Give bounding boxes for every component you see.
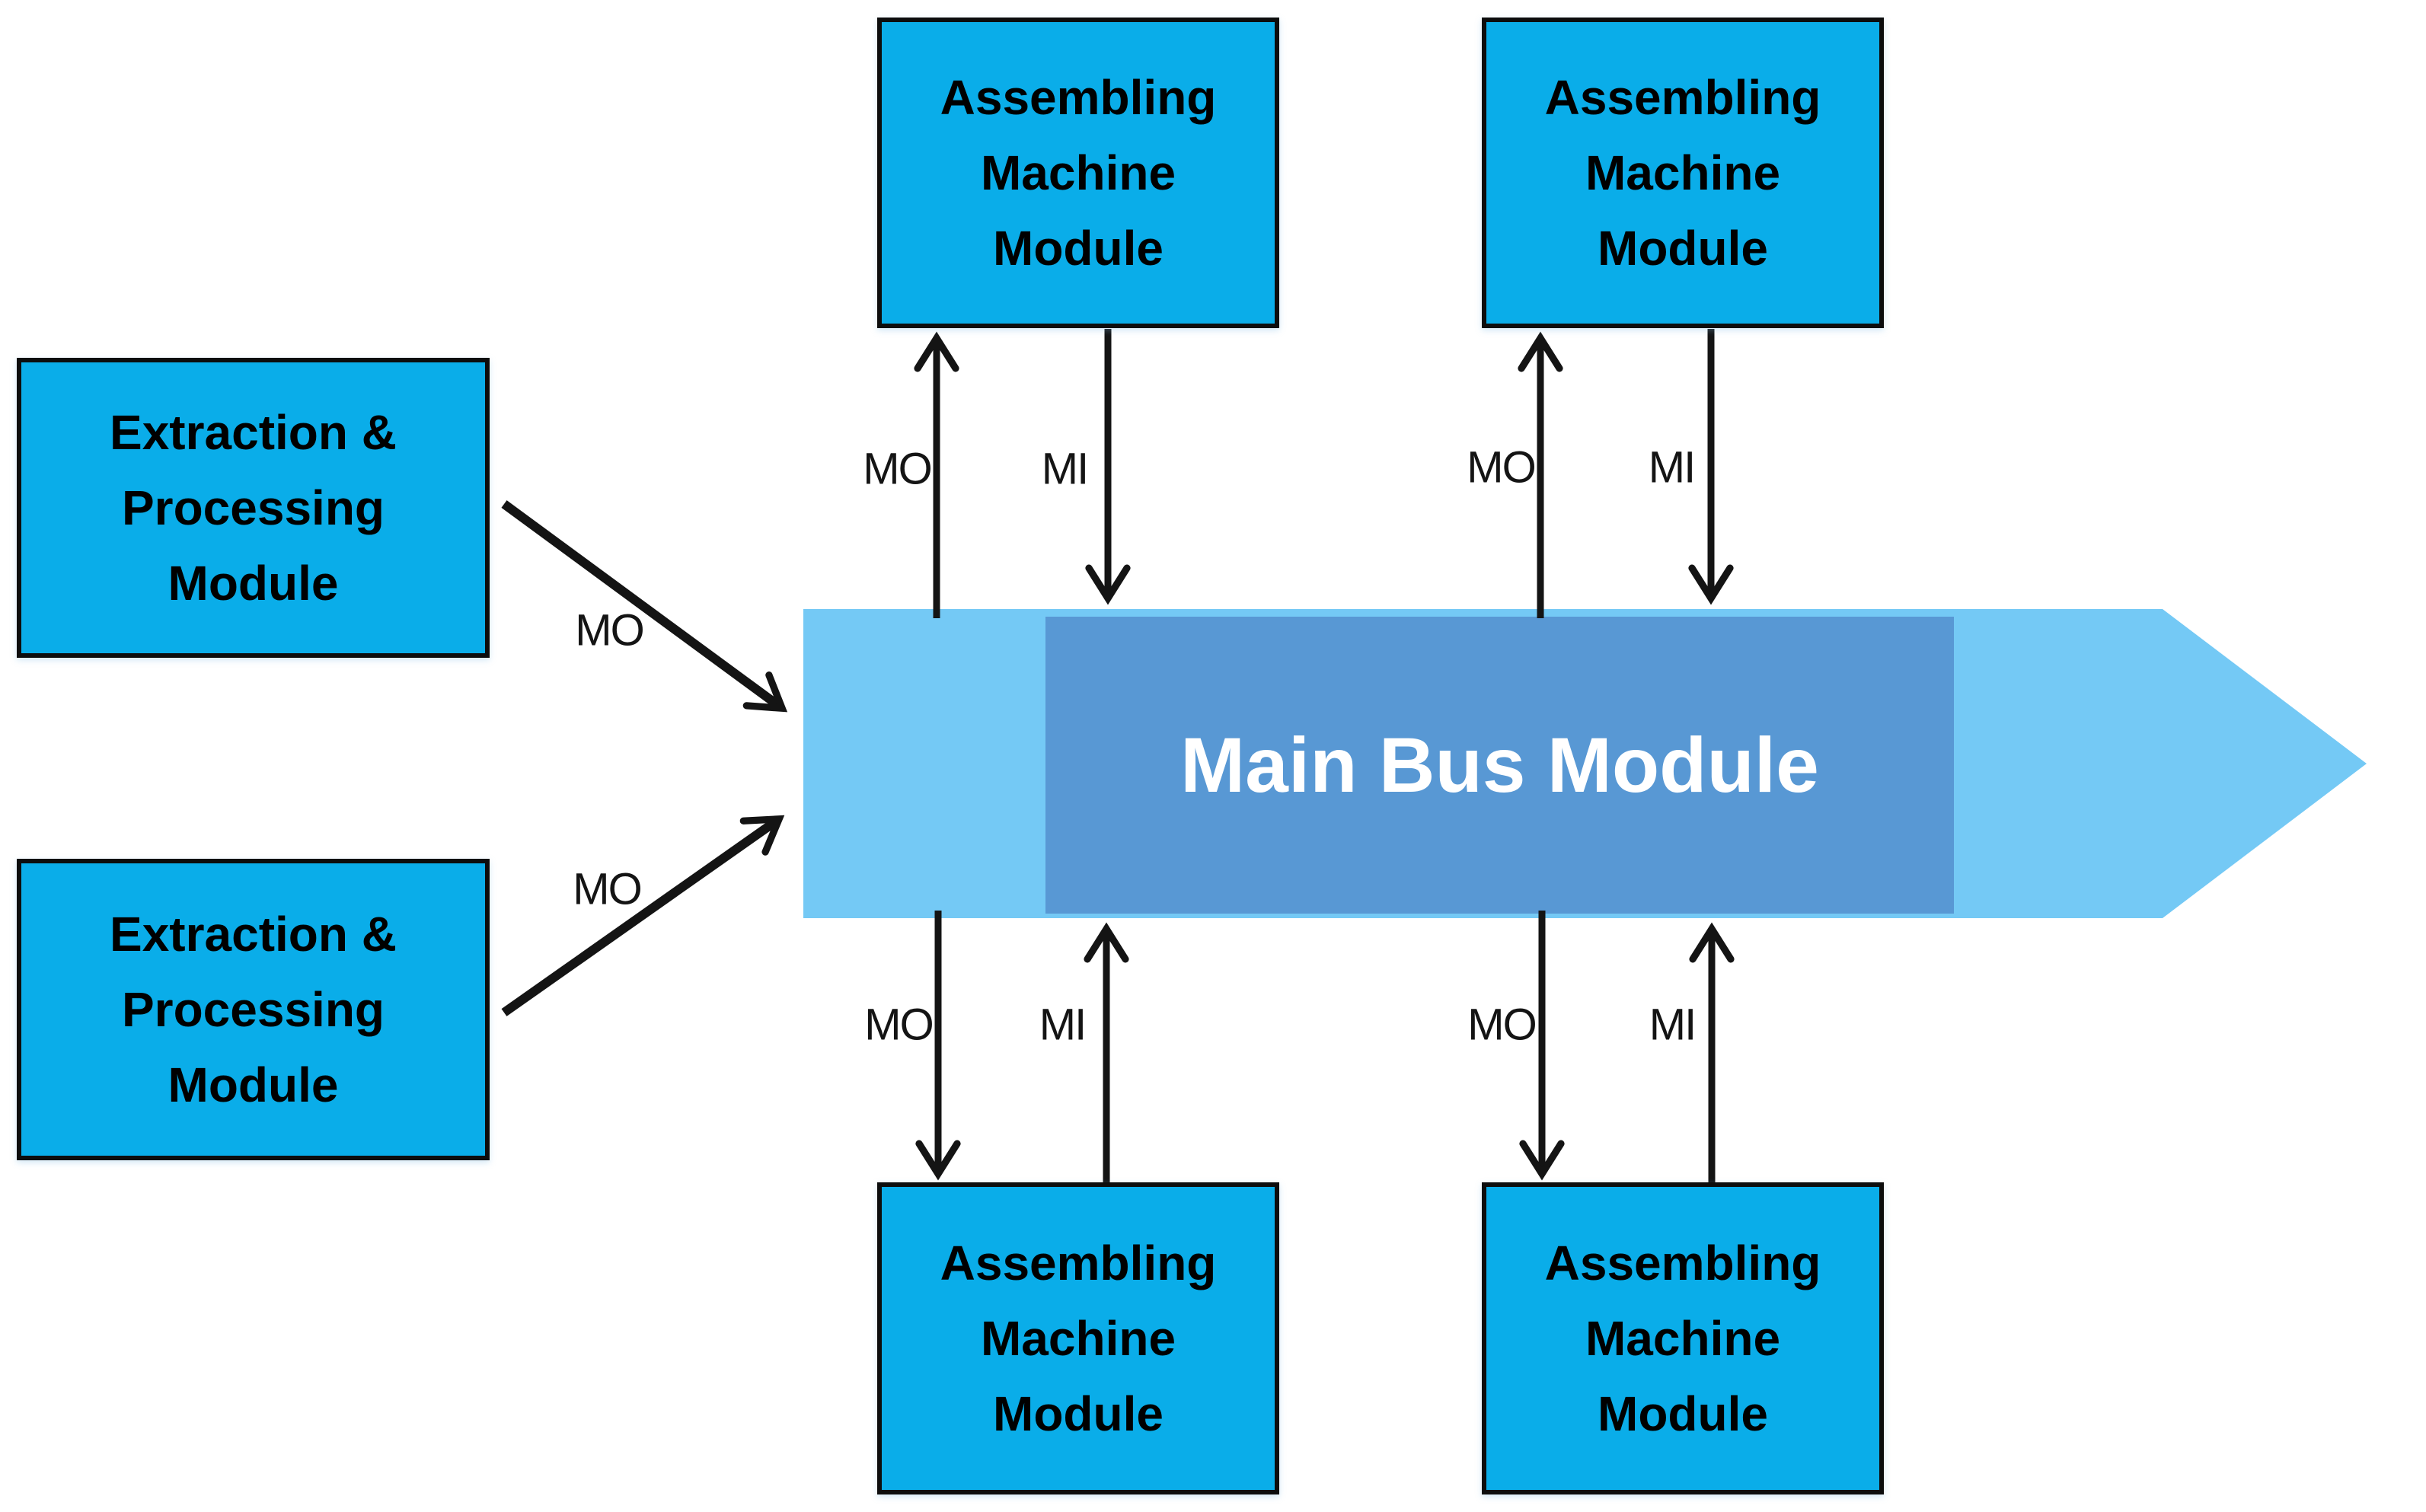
- module-label-line: Module: [1598, 1386, 1768, 1441]
- main-bus-module-label: Main Bus Module: [1180, 721, 1819, 809]
- module-label-line: Machine: [980, 1310, 1176, 1366]
- module-label-line: Machine: [1585, 145, 1781, 200]
- flow-label-mo-bottom-left: MO: [864, 1000, 934, 1050]
- module-label-line: Assembling: [1544, 1235, 1821, 1290]
- mo-arrow-extraction-bottom: [501, 815, 785, 1016]
- module-label-line: Module: [168, 1057, 339, 1112]
- module-label-line: Module: [1598, 220, 1768, 276]
- module-label-line: Module: [168, 555, 339, 611]
- extraction-processing-module-bottom: Extraction & Processing Module: [17, 859, 490, 1160]
- flow-label-mo-top-right: MO: [1467, 442, 1536, 493]
- module-label-line: Machine: [1585, 1310, 1781, 1366]
- flow-label-mo-bottom-right: MO: [1467, 1000, 1537, 1050]
- extraction-processing-module-top: Extraction & Processing Module: [17, 358, 490, 658]
- module-label-line: Processing: [121, 480, 385, 535]
- flow-label-mo-top-left: MO: [863, 444, 932, 494]
- flow-label-mo-extraction-bottom: MO: [573, 864, 642, 914]
- module-label-line: Extraction &: [110, 404, 397, 460]
- assembling-machine-module-bottom-left: Assembling Machine Module: [877, 1182, 1279, 1494]
- flow-label-mi-top-right: MI: [1648, 442, 1696, 493]
- module-label-line: Machine: [980, 145, 1176, 200]
- module-label-line: Module: [993, 1386, 1164, 1441]
- module-label-line: Processing: [121, 981, 385, 1037]
- module-label-line: Assembling: [940, 69, 1217, 125]
- module-label-line: Module: [993, 220, 1164, 276]
- module-label-line: Extraction &: [110, 906, 397, 962]
- module-label-line: Assembling: [1544, 69, 1821, 125]
- assembling-machine-module-top-left: Assembling Machine Module: [877, 18, 1279, 328]
- assembling-machine-module-top-right: Assembling Machine Module: [1482, 18, 1884, 328]
- mo-arrow-extraction-top: [501, 500, 788, 713]
- module-label-line: Assembling: [940, 1235, 1217, 1290]
- assembling-machine-module-bottom-right: Assembling Machine Module: [1482, 1182, 1884, 1494]
- main-bus-inner-rect: [1045, 617, 1954, 914]
- flow-label-mi-bottom-right: MI: [1649, 1000, 1697, 1050]
- flow-label-mi-bottom-left: MI: [1039, 1000, 1087, 1050]
- flow-label-mi-top-left: MI: [1041, 444, 1089, 494]
- flow-label-mo-extraction-top: MO: [575, 605, 644, 656]
